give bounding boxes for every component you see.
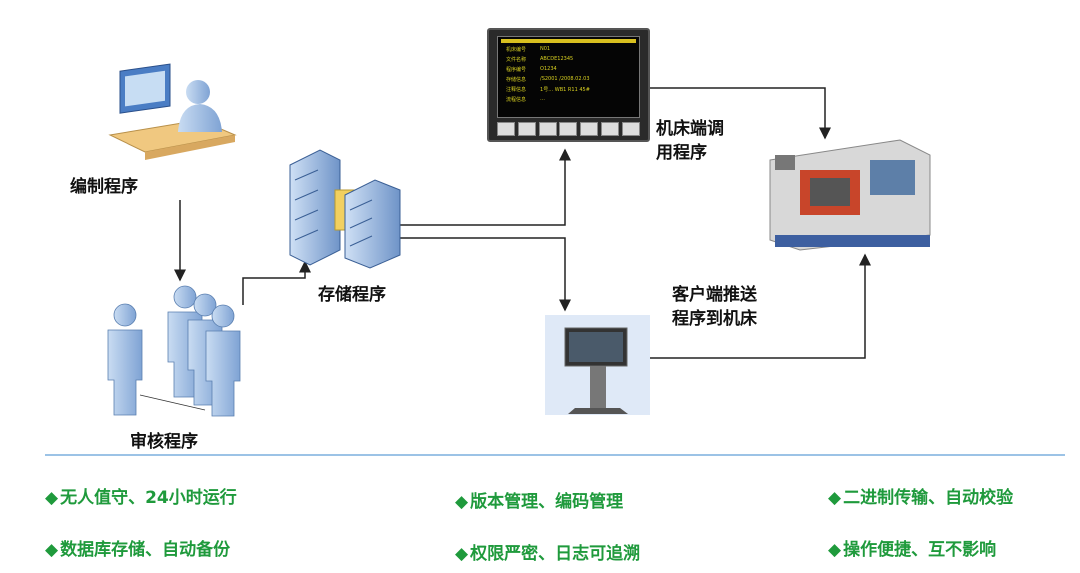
- feature-item: ◆版本管理、编码管理: [455, 492, 624, 512]
- screen-row: 机床编号 N01: [506, 46, 631, 53]
- screen-row: 注释信息 1号… WB1 R11 45#: [506, 86, 631, 93]
- feature-item: ◆权限严密、日志可追溯: [455, 544, 641, 564]
- cnc-softkeys: [497, 122, 640, 136]
- screen-row: 程序编号 O1234: [506, 66, 631, 73]
- diamond-bullet-icon: ◆: [455, 544, 469, 564]
- screen-value: ABCDE12345: [540, 56, 574, 62]
- screen-key: 存储信息: [506, 77, 527, 83]
- label-machine-call: 机床端调 用程序: [656, 119, 724, 163]
- diamond-bullet-icon: ◆: [828, 488, 842, 508]
- label-store: 存储程序: [318, 285, 386, 305]
- feature-item: ◆无人值守、24小时运行: [45, 488, 237, 508]
- arrow-review-to-store: [242, 260, 311, 305]
- client-kiosk-icon: [545, 315, 650, 415]
- screen-key: 文件名称: [506, 57, 527, 63]
- arrow-store-to-cnc: [400, 148, 571, 226]
- diamond-bullet-icon: ◆: [45, 488, 59, 508]
- arrow-client-to-machine: [650, 253, 871, 359]
- arrow-store-to-client: [400, 237, 571, 312]
- label-review: 审核程序: [130, 432, 198, 452]
- server-icon: [289, 149, 401, 269]
- screen-key: 注释信息: [506, 87, 527, 93]
- arrow-cnc-to-machine: [650, 87, 831, 140]
- screen-row: 文件名称 ABCDE12345: [506, 56, 631, 63]
- reviewers-icon: [107, 285, 241, 417]
- screen-value: O1234: [540, 66, 557, 72]
- screen-row: 存储信息/S2001 /2008.02.03: [506, 76, 631, 83]
- screen-value: …: [540, 96, 546, 102]
- screen-value: /S2001 /2008.02.03: [540, 76, 590, 82]
- screen-row: 流程信息 …: [506, 96, 631, 103]
- screen-key: 机床编号: [506, 47, 527, 53]
- screen-key: 流程信息: [506, 97, 527, 103]
- programmer-icon: [108, 63, 237, 160]
- screen-value: 1号… WB1 R11 45#: [540, 87, 590, 93]
- diamond-bullet-icon: ◆: [455, 492, 469, 512]
- feature-item: ◆数据库存储、自动备份: [45, 540, 231, 560]
- label-compile: 编制程序: [70, 177, 138, 197]
- cnc-panel-screen: 机床编号 N01 文件名称 ABCDE12345 程序编号 O1234 存储信息/S2001…: [487, 28, 650, 142]
- label-client-push: 客户端推送 程序到机床: [672, 285, 757, 329]
- screen-key: 程序编号: [506, 67, 527, 73]
- diamond-bullet-icon: ◆: [45, 540, 59, 560]
- screen-value: N01: [540, 46, 551, 52]
- diamond-bullet-icon: ◆: [828, 540, 842, 560]
- feature-item: ◆二进制传输、自动校验: [828, 488, 1014, 508]
- cnc-lathe-icon: [769, 139, 931, 251]
- feature-item: ◆操作便捷、互不影响: [828, 540, 997, 560]
